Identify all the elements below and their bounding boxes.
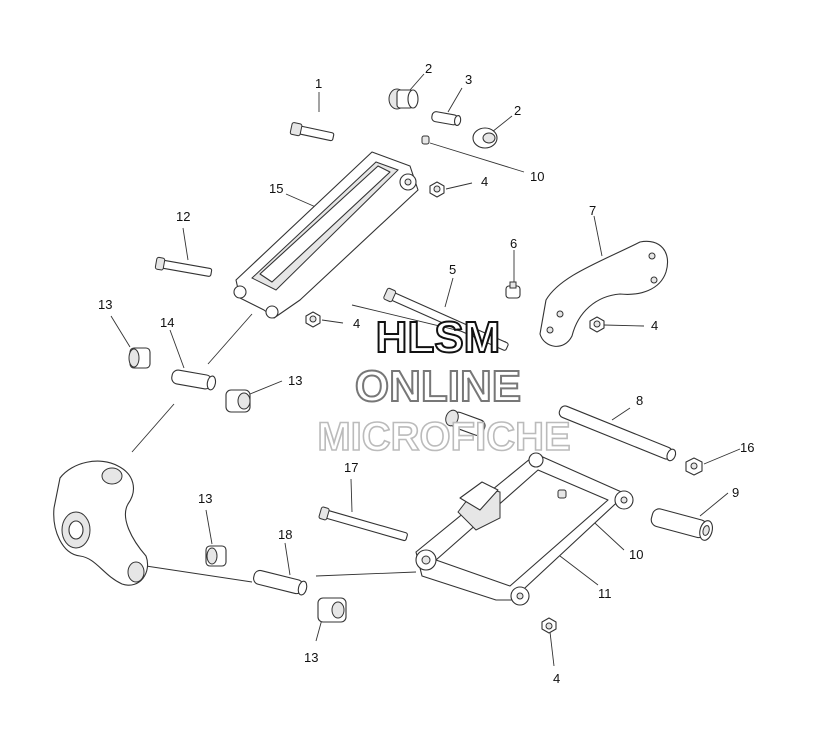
callout-13: 13 bbox=[288, 373, 302, 388]
watermark-line-1: HLSM bbox=[376, 313, 501, 362]
nut-4c bbox=[589, 316, 605, 333]
callout-6: 6 bbox=[510, 236, 517, 251]
shaft-8 bbox=[558, 405, 677, 462]
bushing-2a bbox=[388, 88, 419, 110]
callout-13: 13 bbox=[198, 491, 212, 506]
sleeve-3 bbox=[431, 111, 462, 127]
callout-18: 18 bbox=[278, 527, 292, 542]
callout-17: 17 bbox=[344, 460, 358, 475]
callout-1: 1 bbox=[315, 76, 322, 91]
bushing-13a bbox=[128, 347, 151, 369]
bolt-17 bbox=[318, 506, 408, 542]
grease-fitting-10b bbox=[557, 489, 567, 499]
nut-4a bbox=[429, 181, 445, 198]
callout-4: 4 bbox=[481, 174, 488, 189]
watermark-line-2: ONLINE bbox=[355, 362, 521, 411]
bushing-13d bbox=[317, 597, 347, 623]
callout-16: 16 bbox=[740, 440, 754, 455]
nut-16 bbox=[685, 457, 703, 476]
sleeve-18 bbox=[253, 569, 308, 596]
bolt-5 bbox=[383, 287, 509, 351]
nut-4b bbox=[305, 311, 321, 328]
watermark-line-3: MICROFICHE bbox=[317, 415, 570, 459]
lower-arm-11 bbox=[415, 452, 634, 606]
grease-fitting-10a bbox=[421, 135, 430, 145]
steering-knuckle bbox=[53, 460, 148, 586]
callout-2: 2 bbox=[425, 61, 432, 76]
callout-15: 15 bbox=[269, 181, 283, 196]
callout-13: 13 bbox=[98, 297, 112, 312]
callout-11: 11 bbox=[598, 586, 612, 601]
callout-5: 5 bbox=[449, 262, 456, 277]
watermark: HLSM ONLINE MICROFICHE bbox=[317, 312, 572, 460]
callout-7: 7 bbox=[589, 203, 596, 218]
callout-numbers: 1 2 3 2 10 15 4 12 6 5 7 13 14 4 4 13 8 … bbox=[98, 61, 754, 686]
bolt-12 bbox=[154, 256, 213, 277]
callout-12: 12 bbox=[176, 209, 190, 224]
bracket-7 bbox=[539, 240, 668, 347]
bolt-1 bbox=[289, 122, 335, 142]
pivot-bolt-9 bbox=[650, 508, 713, 541]
callout-13: 13 bbox=[304, 650, 318, 665]
fitting-6 bbox=[505, 281, 521, 299]
callout-4: 4 bbox=[553, 671, 560, 686]
callout-14: 14 bbox=[160, 315, 174, 330]
bushing-13c bbox=[205, 545, 227, 567]
callout-4: 4 bbox=[353, 316, 360, 331]
callout-9: 9 bbox=[732, 485, 739, 500]
callout-3: 3 bbox=[465, 72, 472, 87]
callout-2: 2 bbox=[514, 103, 521, 118]
callout-10: 10 bbox=[629, 547, 643, 562]
sleeve-14 bbox=[171, 369, 217, 391]
bushing-2b bbox=[472, 127, 498, 149]
callout-10: 10 bbox=[530, 169, 544, 184]
upper-arm-15 bbox=[233, 151, 419, 319]
callout-4: 4 bbox=[651, 318, 658, 333]
bushing-13b bbox=[225, 389, 251, 413]
callout-8: 8 bbox=[636, 393, 643, 408]
nut-4d bbox=[541, 617, 557, 634]
pivot-bolt-9a bbox=[445, 409, 486, 437]
